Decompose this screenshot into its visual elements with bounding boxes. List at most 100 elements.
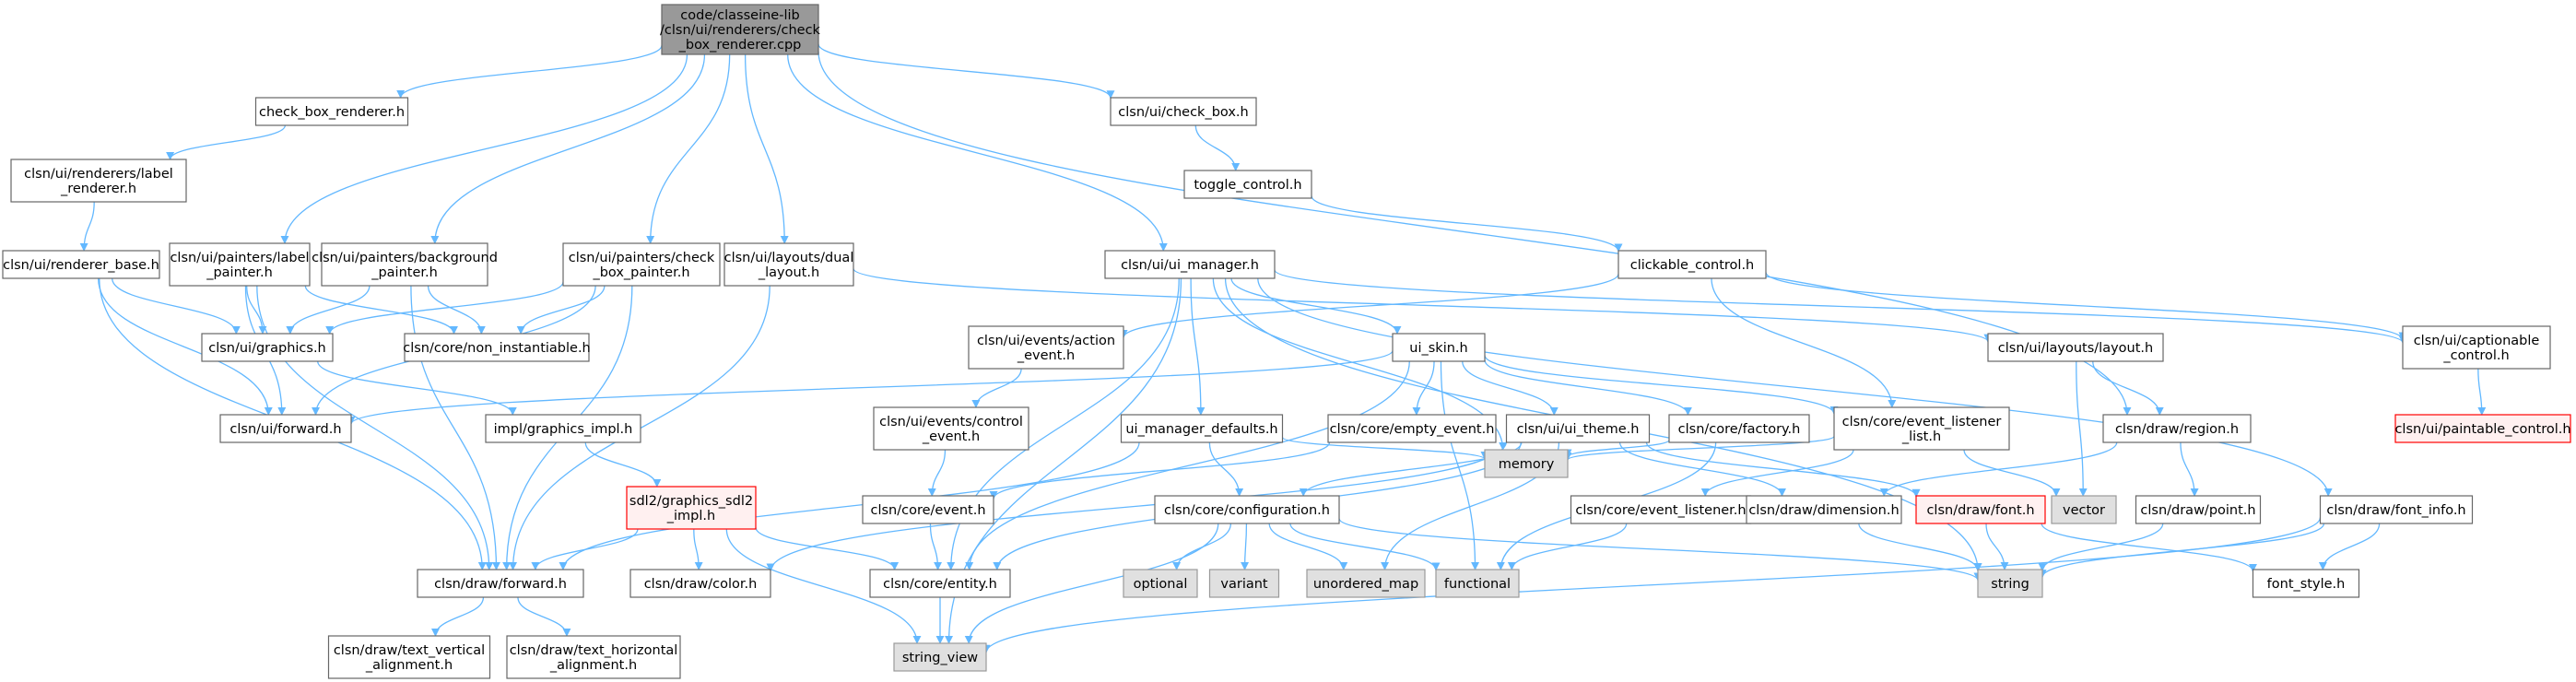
node-box[interactable] [201, 333, 334, 362]
node-box[interactable] [1327, 414, 1497, 443]
node-unordered-map[interactable]: unordered_map [1306, 569, 1426, 598]
node-layouts-dual-h[interactable]: clsn/ui/layouts/dual_layout.h [723, 242, 854, 287]
node-clickable-control-h[interactable]: clickable_control.h [1617, 250, 1767, 279]
node-font-info-h[interactable]: clsn/draw/font_info.h [2319, 495, 2474, 524]
node-string[interactable]: string [1977, 569, 2043, 598]
node-memory[interactable]: memory [1484, 449, 1569, 478]
node-core-factory-h[interactable]: clsn/core/factory.h [1668, 414, 1810, 443]
node-box[interactable] [1746, 495, 1902, 524]
node-box[interactable] [1484, 449, 1569, 478]
node-box[interactable] [1208, 569, 1280, 598]
node-box[interactable] [1668, 414, 1810, 443]
node-box[interactable] [629, 569, 771, 598]
node-non-instantiable-h[interactable]: clsn/core/non_instantiable.h [403, 333, 591, 362]
node-box[interactable] [1104, 250, 1276, 279]
node-box[interactable] [1833, 406, 2010, 451]
node-box[interactable] [968, 325, 1124, 370]
node-box[interactable] [562, 242, 721, 287]
node-draw-font-h[interactable]: clsn/draw/font.h [1915, 495, 2046, 524]
node-box[interactable] [1123, 569, 1198, 598]
node-box[interactable] [1987, 333, 2164, 362]
node-box[interactable] [2252, 569, 2360, 598]
node-box[interactable] [404, 333, 590, 362]
node-event-listener-h[interactable]: clsn/core/event_listener.h [1570, 495, 1752, 524]
node-root[interactable]: code/classeine-lib/clsn/ui/renderers/che… [660, 4, 821, 55]
node-box[interactable] [2319, 495, 2474, 524]
node-label-renderer-h[interactable]: clsn/ui/renderers/label_renderer.h [10, 159, 187, 203]
node-box[interactable] [893, 642, 987, 672]
node-box[interactable] [873, 406, 1029, 451]
node-box[interactable] [1392, 333, 1486, 362]
node-box[interactable] [327, 635, 491, 679]
node-box[interactable] [1154, 495, 1340, 524]
node-box[interactable] [321, 242, 488, 287]
node-box[interactable] [1977, 569, 2043, 598]
node-check-box-h[interactable]: clsn/ui/check_box.h [1110, 97, 1257, 126]
node-paintable-control-h[interactable]: clsn/ui/paintable_control.h [2394, 414, 2571, 443]
node-box[interactable] [1505, 414, 1651, 443]
node-variant[interactable]: variant [1208, 569, 1280, 598]
node-box[interactable] [10, 159, 187, 203]
node-box[interactable] [254, 97, 409, 126]
node-draw-point-h[interactable]: clsn/draw/point.h [2135, 495, 2262, 524]
node-draw-region-h[interactable]: clsn/draw/region.h [2102, 414, 2252, 443]
node-box[interactable] [1617, 250, 1767, 279]
node-text-vertical-h[interactable]: clsn/draw/text_vertical_alignment.h [327, 635, 491, 679]
node-string-view[interactable]: string_view [893, 642, 987, 672]
node-box[interactable] [169, 242, 311, 287]
node-vector[interactable]: vector [2051, 495, 2117, 524]
node-box[interactable] [1570, 495, 1752, 524]
node-core-event-h[interactable]: clsn/core/event.h [862, 495, 994, 524]
node-action-event-h[interactable]: clsn/ui/events/action_event.h [968, 325, 1124, 370]
node-ui-manager-defaults-h[interactable]: ui_manager_defaults.h [1120, 414, 1284, 443]
node-check-box-renderer-h[interactable]: check_box_renderer.h [254, 97, 409, 126]
node-ui-forward-h[interactable]: clsn/ui/forward.h [219, 414, 352, 443]
node-ui-theme-h[interactable]: clsn/ui/ui_theme.h [1505, 414, 1651, 443]
node-toggle-control-h[interactable]: toggle_control.h [1183, 170, 1312, 199]
node-renderer-base-h[interactable]: clsn/ui/renderer_base.h [2, 250, 160, 279]
node-box[interactable] [2102, 414, 2252, 443]
node-box[interactable] [1120, 414, 1284, 443]
node-graphics-h[interactable]: clsn/ui/graphics.h [201, 333, 334, 362]
node-core-entity-h[interactable]: clsn/core/entity.h [869, 569, 1011, 598]
node-box[interactable] [2, 250, 160, 279]
node-box[interactable] [661, 4, 819, 55]
node-box[interactable] [1183, 170, 1312, 199]
node-box[interactable] [1435, 569, 1520, 598]
node-draw-forward-h[interactable]: clsn/draw/forward.h [417, 569, 584, 598]
node-box[interactable] [2135, 495, 2262, 524]
node-sdl2-impl-h[interactable]: sdl2/graphics_sdl2_impl.h [626, 486, 757, 530]
node-text-horizontal-h[interactable]: clsn/draw/text_horizontal_alignment.h [506, 635, 681, 679]
node-optional[interactable]: optional [1123, 569, 1198, 598]
node-box[interactable] [2051, 495, 2117, 524]
node-box[interactable] [506, 635, 681, 679]
node-box[interactable] [485, 414, 641, 443]
node-box[interactable] [1915, 495, 2046, 524]
node-draw-color-h[interactable]: clsn/draw/color.h [629, 569, 771, 598]
node-box[interactable] [219, 414, 352, 443]
node-painters-label-h[interactable]: clsn/ui/painters/label_painter.h [169, 242, 311, 287]
node-core-configuration-h[interactable]: clsn/core/configuration.h [1154, 495, 1340, 524]
node-ui-manager-h[interactable]: clsn/ui/ui_manager.h [1104, 250, 1276, 279]
node-draw-dimension-h[interactable]: clsn/draw/dimension.h [1746, 495, 1902, 524]
node-painters-background-h[interactable]: clsn/ui/painters/background_painter.h [312, 242, 498, 287]
node-box[interactable] [862, 495, 994, 524]
node-box[interactable] [626, 486, 757, 530]
node-control-event-h[interactable]: clsn/ui/events/control_event.h [873, 406, 1029, 451]
node-empty-event-h[interactable]: clsn/core/empty_event.h [1327, 414, 1497, 443]
node-functional[interactable]: functional [1435, 569, 1520, 598]
node-ui-skin-h[interactable]: ui_skin.h [1392, 333, 1486, 362]
node-box[interactable] [869, 569, 1011, 598]
node-event-listener-list-h[interactable]: clsn/core/event_listener_list.h [1833, 406, 2010, 451]
node-box[interactable] [2402, 325, 2551, 370]
node-font-style-h[interactable]: font_style.h [2252, 569, 2360, 598]
node-box[interactable] [1110, 97, 1257, 126]
node-box[interactable] [417, 569, 584, 598]
node-painters-checkbox-h[interactable]: clsn/ui/painters/check_box_painter.h [562, 242, 721, 287]
node-graphics-impl-h[interactable]: impl/graphics_impl.h [485, 414, 641, 443]
node-box[interactable] [1306, 569, 1426, 598]
node-layouts-layout-h[interactable]: clsn/ui/layouts/layout.h [1987, 333, 2164, 362]
node-captionable-control-h[interactable]: clsn/ui/captionable_control.h [2402, 325, 2551, 370]
node-box[interactable] [723, 242, 854, 287]
node-box[interactable] [2394, 414, 2571, 443]
